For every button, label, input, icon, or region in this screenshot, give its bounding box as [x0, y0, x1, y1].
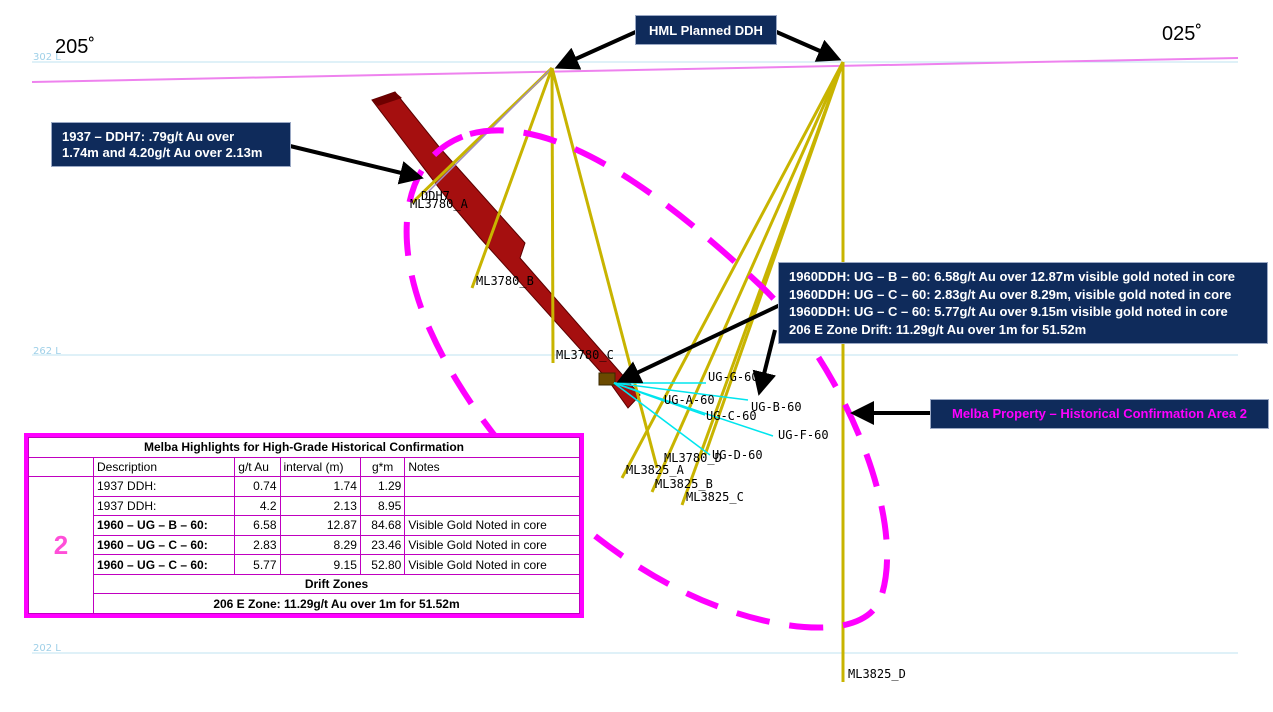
assay-line: 1960DDH: UG – B – 60: 6.58g/t Au over 12…	[789, 269, 1235, 284]
ddh7-callout: 1937 – DDH7: .79g/t Au over 1.74m and 4.…	[51, 122, 291, 167]
drill-fan-left	[410, 66, 659, 469]
level-label-302: 302 L	[33, 52, 61, 63]
drift-zones-row: 206 E Zone: 11.29g/t Au over 1m for 51.5…	[93, 593, 580, 614]
table-row: 2 1937 DDH: 0.74 1.74 1.29	[28, 476, 580, 614]
cell-notes	[404, 476, 580, 497]
azimuth-right: 025˚	[1162, 23, 1203, 45]
assay-line: 1960DDH: UG – C – 60: 5.77g/t Au over 9.…	[789, 304, 1228, 319]
hole-label-ug-f: UG-F-60	[778, 428, 829, 442]
cell-grade: 6.58	[234, 515, 281, 536]
drill-trace-ml3780-c	[550, 67, 555, 364]
hole-label-ml3780-c: ML3780_C	[556, 348, 614, 362]
highlights-title: Melba Highlights for High-Grade Historic…	[28, 437, 580, 458]
col-header: Notes	[404, 456, 580, 478]
highlights-table: Melba Highlights for High-Grade Historic…	[24, 433, 584, 618]
cell-grade: 2.83	[234, 534, 281, 556]
drill-trace-ml3825-a	[620, 61, 845, 479]
drift-block	[598, 372, 616, 386]
hole-label-ug-c: UG-C-60	[706, 409, 757, 423]
assay-line: 206 E Zone Drift: 11.29g/t Au over 1m fo…	[789, 321, 1087, 337]
cell-interval: 12.87	[279, 515, 361, 536]
hole-label-ml3780-d: ML3780_D	[664, 451, 722, 465]
cell-gm: 52.80	[359, 554, 406, 575]
level-label-202: 202 L	[33, 643, 61, 654]
drill-trace-ml3780-b	[470, 67, 554, 289]
table-row: 1960 – UG – C – 60: 2.83 8.29 23.46 Visi…	[29, 534, 580, 556]
cell-interval: 8.29	[279, 534, 361, 556]
table-row: 1960 – UG – B – 60: 6.58 12.87 84.68 Vis…	[29, 515, 580, 536]
ug-trace-d	[613, 382, 711, 456]
col-header: g*m	[359, 456, 406, 478]
cell-description: 1960 – UG – C – 60:	[92, 554, 236, 575]
cell-grade: 0.74	[234, 476, 281, 497]
hole-label-ml3780-a: ML3780_A	[410, 197, 469, 211]
area-number: 2	[28, 476, 94, 614]
drill-trace-ml3825-b	[650, 61, 845, 493]
hole-label-ug-d: UG-D-60	[712, 448, 763, 462]
cell-description: 1937 DDH:	[92, 495, 236, 517]
hole-label-ug-g: UG-G-60	[708, 370, 759, 384]
col-header: interval (m)	[279, 456, 361, 478]
ddh7-callout-line: 1.74m and 4.20g/t Au over 2.13m	[62, 145, 263, 160]
drill-trace-ml3780-d	[550, 67, 659, 469]
arrow-assay-drift	[616, 303, 781, 384]
azimuth-left: 205˚	[55, 36, 96, 58]
cell-gm: 1.29	[359, 476, 406, 497]
arrow-hml-left	[554, 28, 641, 70]
ug-trace-f	[613, 382, 774, 437]
topography-line	[31, 57, 1239, 83]
ore-zone-top-face	[372, 92, 402, 106]
hml-planned-callout: HML Planned DDH	[635, 15, 777, 45]
cell-interval: 1.74	[279, 476, 361, 497]
cell-interval: 9.15	[279, 554, 361, 575]
level-label-262: 262 L	[33, 346, 61, 357]
arrow-ddh7	[289, 144, 424, 185]
target-area-ellipse	[403, 127, 891, 631]
ore-zone-body	[371, 91, 641, 409]
cell-gm: 84.68	[359, 515, 406, 536]
drift-zones-header: Drift Zones	[93, 573, 580, 595]
hole-label-ml3825-b: ML3825_B	[655, 477, 713, 491]
arrow-assay-ug	[752, 329, 777, 396]
cell-gm: 23.46	[359, 534, 406, 556]
assay-callout: 1960DDH: UG – B – 60: 6.58g/t Au over 12…	[778, 262, 1268, 344]
hole-label-ml3780-b: ML3780_B	[476, 274, 534, 288]
hole-label-ml3825-c: ML3825_C	[686, 490, 744, 504]
cell-notes: Visible Gold Noted in core	[404, 515, 580, 536]
cell-notes: Visible Gold Noted in core	[404, 534, 580, 556]
cell-description: 1937 DDH:	[92, 476, 236, 497]
ddh7-callout-line: 1937 – DDH7: .79g/t Au over	[62, 129, 235, 144]
arrow-hml-right	[771, 28, 842, 62]
hole-label-ml3825-a: ML3825_A	[626, 463, 685, 477]
drill-fan-right	[620, 61, 845, 682]
col-header: g/t Au	[234, 456, 281, 478]
spacer-cell	[28, 456, 94, 478]
hole-label-ml3825-d: ML3825_D	[848, 667, 906, 681]
cell-notes: Visible Gold Noted in core	[404, 554, 580, 575]
melba-area-callout: Melba Property – Historical Confirmation…	[930, 399, 1269, 429]
hole-label-ug-a: UG-A-60	[664, 393, 715, 407]
table-row: 1960 – UG – C – 60: 5.77 9.15 52.80 Visi…	[29, 554, 580, 575]
col-header: Description	[92, 456, 236, 478]
cell-gm: 8.95	[359, 495, 406, 517]
cell-description: 1960 – UG – C – 60:	[92, 534, 236, 556]
table-row: 1937 DDH: 4.2 2.13 8.95	[29, 495, 580, 517]
cell-description: 1960 – UG – B – 60:	[92, 515, 236, 536]
cell-grade: 4.2	[234, 495, 281, 517]
hole-label-ddh7: DDH7	[421, 189, 450, 203]
assay-line: 1960DDH: UG – C – 60: 2.83g/t Au over 8.…	[789, 286, 1232, 302]
cell-interval: 2.13	[279, 495, 361, 517]
cell-notes	[404, 495, 580, 517]
hole-label-ug-b: UG-B-60	[751, 400, 802, 414]
ug-trace-b	[613, 382, 749, 401]
drill-trace-extra-1	[703, 61, 845, 456]
cell-grade: 5.77	[234, 554, 281, 575]
